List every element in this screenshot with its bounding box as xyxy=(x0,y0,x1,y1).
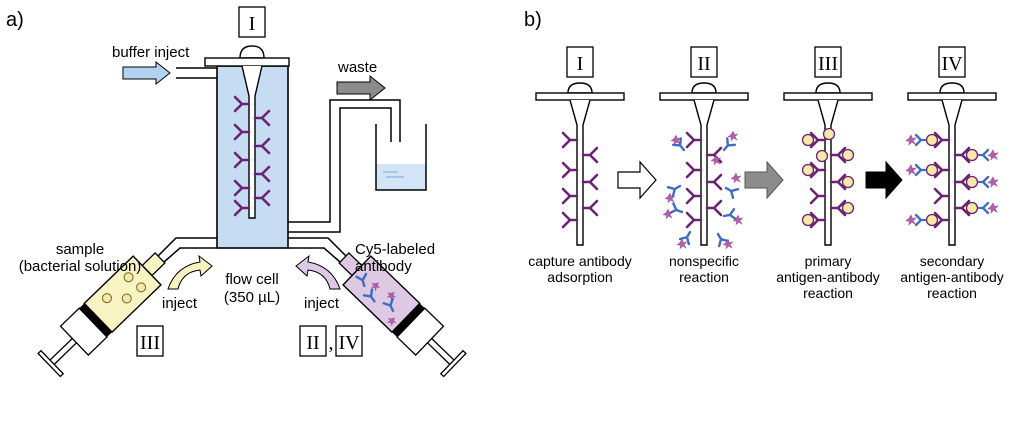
step-4: IV secondary antigen-antibody reaction xyxy=(900,46,1004,301)
buffer-inject-port: buffer inject xyxy=(112,44,217,86)
panel-a-label: a) xyxy=(6,9,24,31)
arrow-step1-icon xyxy=(617,160,657,200)
inject-arrow-left-icon xyxy=(167,254,213,290)
cy5-label-line2: antibody xyxy=(355,258,412,275)
inject-left-label: inject xyxy=(162,295,198,312)
antibody-syringe: Cy5-labeled antibody inject II , IV xyxy=(288,237,467,378)
step-4-caption-line1: secondary xyxy=(920,253,985,269)
step-4-caption-line2: antigen-antibody xyxy=(900,269,1004,285)
flowcell-label-line1: flow cell xyxy=(225,271,278,288)
step-3-caption-line1: primary xyxy=(805,253,852,269)
step-box-top: I xyxy=(238,6,266,38)
buffer-arrow-icon xyxy=(122,60,171,86)
step-3: III primary antigen-antibody reaction xyxy=(776,46,880,301)
arrow-step3-icon xyxy=(865,160,903,200)
step-2-caption-line1: nonspecific xyxy=(669,253,739,269)
step-4-roman: IV xyxy=(941,53,963,75)
step-label-separator: , xyxy=(329,332,334,354)
flowcell-label-line2: (350 µL) xyxy=(224,289,280,306)
flow-cell xyxy=(204,45,290,249)
step-label-sample: III xyxy=(140,332,160,354)
waste-line: waste xyxy=(288,59,427,233)
step-2: II nonspecific reaction xyxy=(659,46,749,285)
panel-b-label: b) xyxy=(524,9,542,31)
step-1: I capture antibody adsorption xyxy=(528,46,632,285)
inject-right-label: inject xyxy=(304,295,340,312)
sample-label-line2: (bacterial solution) xyxy=(19,258,142,275)
step-label-antibody-b: IV xyxy=(338,332,360,354)
step-2-caption-line2: reaction xyxy=(679,269,729,285)
step-3-caption-line2: antigen-antibody xyxy=(776,269,880,285)
step-1-caption-line1: capture antibody xyxy=(528,253,632,269)
step-3-caption-line3: reaction xyxy=(803,285,853,301)
sample-label-line1: sample xyxy=(56,241,104,258)
waste-beaker xyxy=(375,124,427,191)
step-1-roman: I xyxy=(577,53,584,75)
step-label-top: I xyxy=(249,13,256,35)
step-3-roman: III xyxy=(818,53,838,75)
cy5-label-line1: Cy5-labeled xyxy=(355,241,435,258)
waste-label: waste xyxy=(337,59,377,76)
waste-arrow-icon xyxy=(336,74,386,102)
inject-arrow-right-icon xyxy=(295,254,341,290)
buffer-inject-label: buffer inject xyxy=(112,44,190,61)
step-2-roman: II xyxy=(697,53,710,75)
arrow-step2-icon xyxy=(744,160,784,200)
sample-syringe: sample (bacterial solution) inject III xyxy=(19,237,217,378)
step-1-caption-line2: adsorption xyxy=(547,269,612,285)
step-label-antibody-a: II xyxy=(306,332,319,354)
step-4-caption-line3: reaction xyxy=(927,285,977,301)
